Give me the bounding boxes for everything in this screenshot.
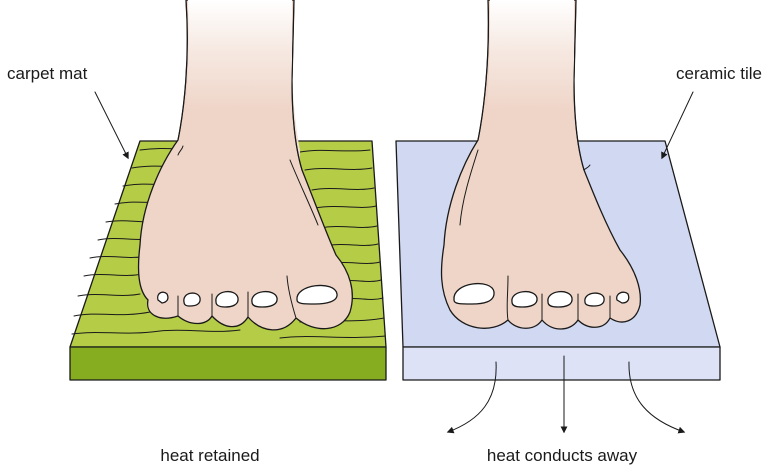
toenail — [585, 293, 604, 306]
carpet-pointer-arrow-icon — [95, 92, 128, 158]
toenail — [216, 292, 238, 307]
tile-pointer-arrow-icon — [662, 92, 693, 158]
toenail — [512, 292, 537, 307]
toenail — [184, 293, 200, 306]
heat-retained-caption: heat retained — [160, 446, 259, 465]
carpet-mat-front — [70, 347, 386, 380]
toenail — [252, 292, 277, 307]
ceramic-tile-front — [403, 347, 720, 380]
carpet-mat-label: carpet mat — [7, 64, 88, 83]
ceramic-tile-label: ceramic tile — [676, 64, 762, 83]
toenail — [617, 292, 629, 303]
toenail — [548, 292, 572, 307]
heat-conducts-away-caption: heat conducts away — [487, 446, 638, 465]
toenail — [158, 292, 168, 303]
